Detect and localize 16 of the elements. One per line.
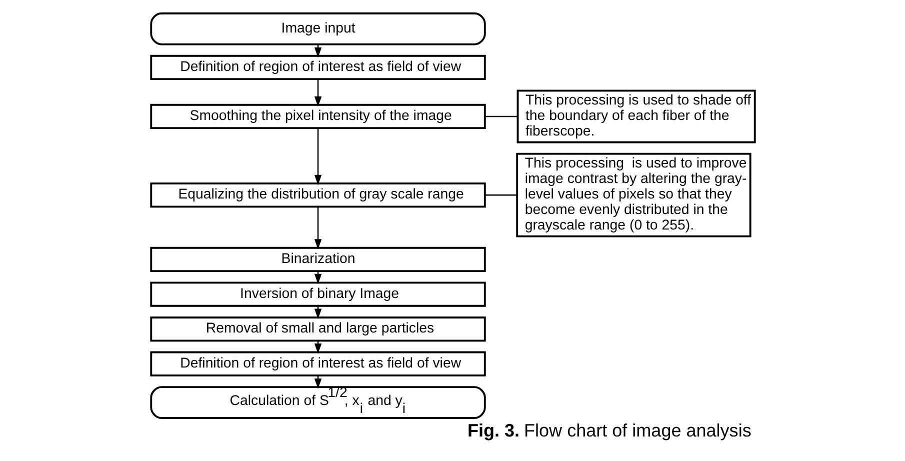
arrow bbox=[314, 80, 322, 107]
node-box: Smoothing the pixel intensity of the image bbox=[150, 104, 486, 130]
caption: Fig. 3. Flow chart of image analysis bbox=[466, 420, 751, 440]
node-box: This processing is used to improve image contrast by altering the gray-level values of pixels so that they become evenly distributed in the grayscale range (0 to 255). bbox=[516, 152, 751, 238]
node-box: Image input bbox=[150, 12, 486, 46]
arrow bbox=[314, 207, 322, 250]
node-box: Binarization bbox=[150, 246, 486, 272]
node-box: Removal of small and large particles bbox=[150, 316, 486, 342]
connector bbox=[484, 194, 517, 196]
connector bbox=[484, 116, 518, 118]
node-box: Equalizing the distribution of gray scale range bbox=[150, 182, 486, 208]
node-box: Definition of region of interest as field of view bbox=[150, 54, 486, 80]
arrow bbox=[314, 128, 322, 186]
node-box: Definition of region of interest as field of view bbox=[150, 351, 486, 376]
node-box: This processing is used to shade off the boundary of each fiber of the fiberscope. bbox=[516, 90, 756, 144]
node-box: Inversion of binary Image bbox=[150, 282, 486, 307]
